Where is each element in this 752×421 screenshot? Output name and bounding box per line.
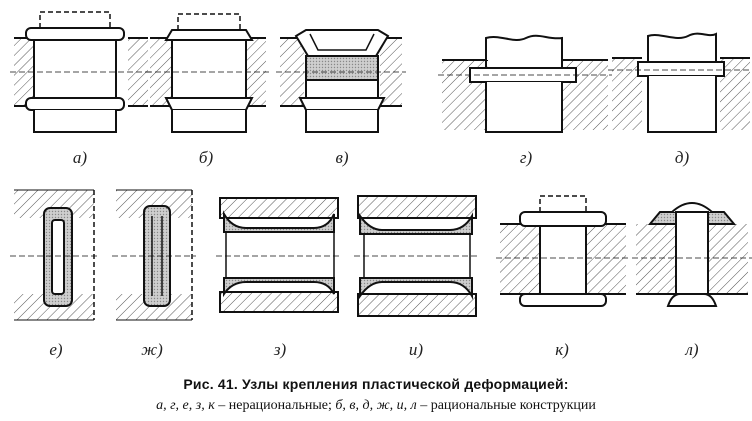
caption-rational-letters: б, в, д, ж, и, л bbox=[335, 398, 417, 413]
label-l: л) bbox=[685, 340, 699, 359]
label-b: б) bbox=[198, 148, 214, 167]
diagram-d bbox=[608, 32, 752, 133]
label-zh: ж) bbox=[141, 340, 163, 359]
diagram-zh bbox=[112, 189, 196, 321]
label-a: а) bbox=[72, 148, 88, 167]
figure-caption-title: Рис. 41. Узлы крепления пластической деф… bbox=[183, 376, 569, 392]
diagram-z bbox=[216, 197, 342, 313]
diagram-e bbox=[10, 189, 98, 321]
label-k: к) bbox=[555, 340, 569, 359]
diagram-v bbox=[276, 29, 406, 133]
diagram-g bbox=[438, 34, 612, 133]
label-e: е) bbox=[49, 340, 63, 359]
label-g: г) bbox=[519, 148, 533, 167]
diagram-a bbox=[10, 11, 152, 133]
label-v: в) bbox=[335, 148, 349, 167]
figure-caption-legend: а, г, е, з, к – нерациональные; б, в, д,… bbox=[0, 398, 752, 414]
label-d: д) bbox=[674, 148, 690, 167]
diagram-l bbox=[632, 202, 752, 307]
diagram-i bbox=[354, 195, 480, 317]
caption-irrational-letters: а, г, е, з, к bbox=[156, 398, 215, 413]
diagram-k bbox=[496, 195, 630, 307]
label-z: з) bbox=[273, 340, 287, 359]
caption-irrational-text: – нерациональные; bbox=[214, 398, 336, 413]
label-i: и) bbox=[408, 340, 424, 359]
caption-rational-text: – рациональные конструкции bbox=[416, 398, 596, 413]
diagram-b bbox=[146, 13, 270, 133]
